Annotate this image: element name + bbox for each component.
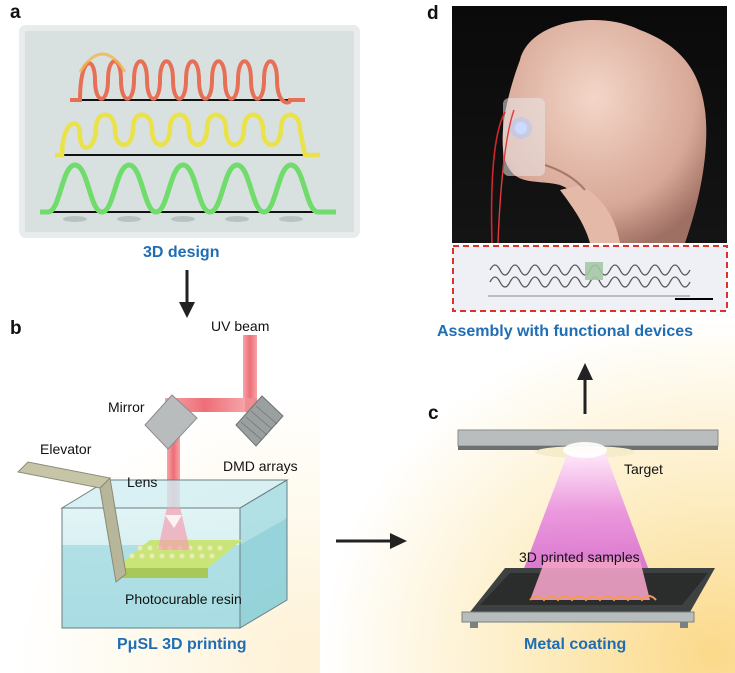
printed-samples-label: 3D printed samples (519, 549, 640, 565)
lens-label: Lens (127, 474, 158, 490)
elevator-label: Elevator (40, 441, 92, 457)
photocurable-resin-label: Photocurable resin (125, 591, 242, 607)
panel-c-caption: Metal coating (524, 636, 627, 653)
uv-beam-label: UV beam (211, 318, 270, 334)
panel-d-caption: Assembly with functional devices (437, 323, 694, 340)
mirror-label: Mirror (108, 399, 145, 415)
target-label: Target (624, 461, 663, 477)
panel-b-letter: b (10, 318, 22, 339)
panel-b-caption: PμSL 3D printing (117, 636, 247, 653)
panel-c-letter: c (428, 403, 439, 424)
dmd-arrays-label: DMD arrays (223, 458, 298, 474)
panel-a-letter: a (10, 2, 21, 23)
panel-a-caption: 3D design (143, 244, 220, 261)
panel-d-letter: d (427, 3, 439, 24)
